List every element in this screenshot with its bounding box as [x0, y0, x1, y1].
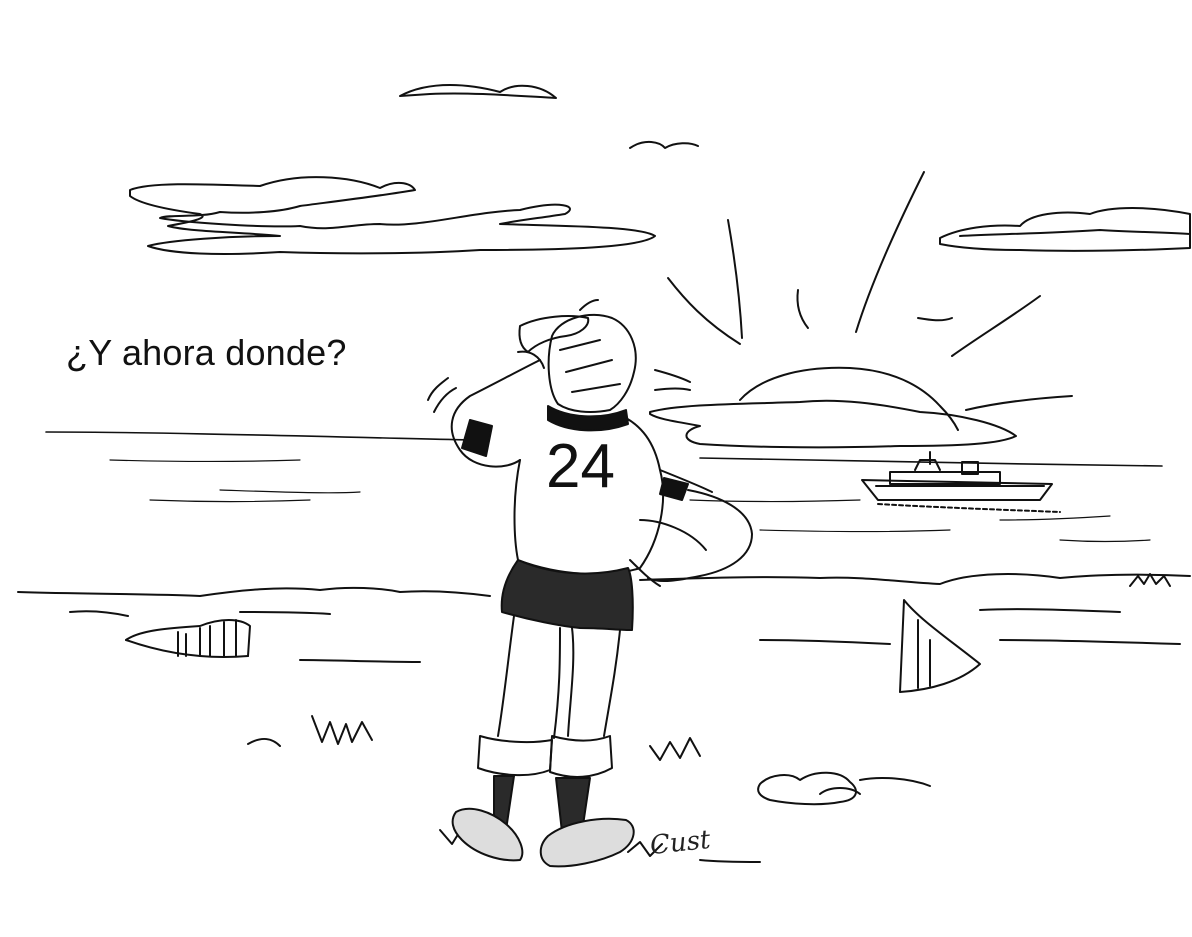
sun-rays — [655, 172, 1072, 410]
horizon — [46, 432, 1162, 542]
cloud-sun — [650, 401, 1016, 448]
speech-caption: ¿Y ahora donde? — [66, 332, 347, 373]
ship — [862, 452, 1060, 512]
artist-signature: Cust — [648, 824, 712, 862]
ground-left — [18, 588, 490, 662]
player — [452, 315, 752, 866]
cloud-right — [940, 208, 1190, 251]
bird-small — [630, 142, 698, 148]
ground-right — [640, 574, 1190, 692]
motion-marks — [428, 300, 598, 412]
sun — [740, 368, 958, 430]
rocks — [758, 773, 930, 804]
cloud-top — [400, 85, 556, 98]
cloud-left — [130, 177, 655, 254]
jersey-number: 24 — [546, 432, 615, 501]
